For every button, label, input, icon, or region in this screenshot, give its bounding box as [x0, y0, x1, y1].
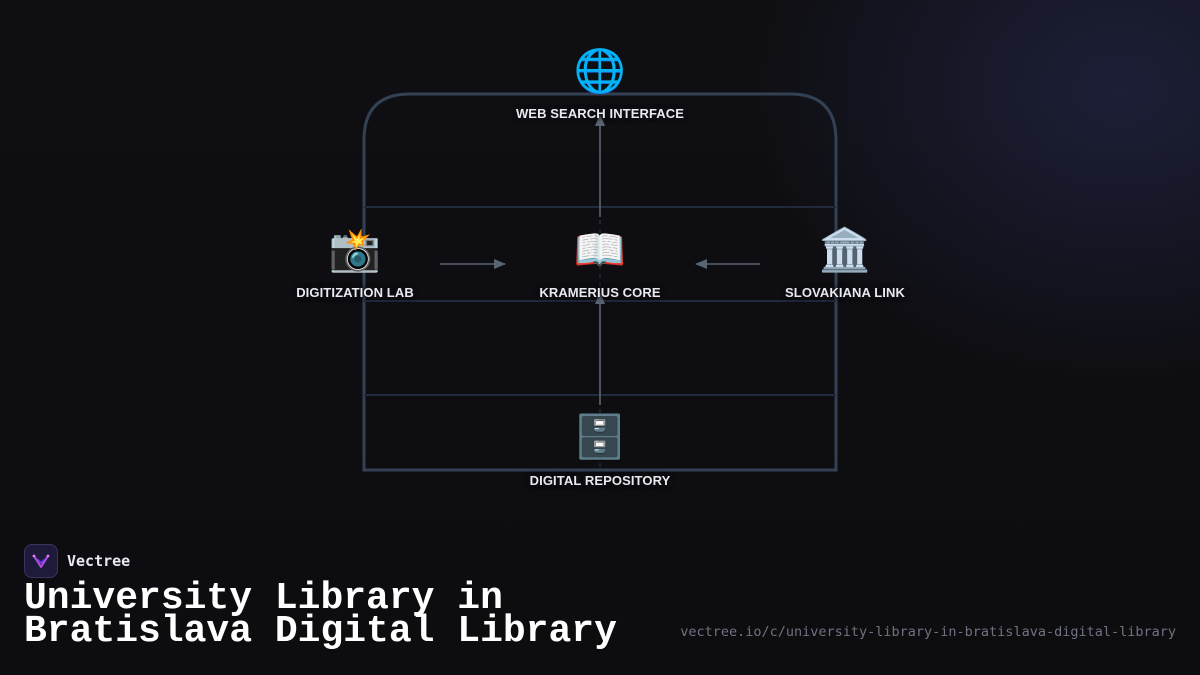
brand-name: Vectree	[67, 552, 131, 570]
system-boundary-frame	[362, 92, 838, 472]
classical-building-icon: 🏛️	[818, 225, 872, 274]
vectree-logo-icon	[24, 544, 58, 578]
source-url: vectree.io/c/university-library-in-brati…	[680, 624, 1176, 640]
node-label-slovakiana: SLOVAKIANA LINK	[785, 285, 905, 300]
node-label-core: KRAMERIUS CORE	[539, 285, 661, 300]
globe-icon: 🌐	[573, 46, 627, 95]
open-book-icon: 📖	[573, 225, 627, 274]
camera-flash-icon: 📸	[328, 225, 382, 274]
node-label-web: WEB SEARCH INTERFACE	[515, 106, 685, 121]
node-label-repo: DIGITAL REPOSITORY	[529, 473, 671, 488]
page-title: University Library in Bratislava Digital…	[24, 577, 617, 653]
brand: Vectree	[24, 544, 130, 578]
edges-layer	[440, 114, 760, 405]
file-cabinet-icon: 🗄️	[573, 412, 627, 461]
node-label-lab: DIGITIZATION LAB	[296, 285, 414, 300]
